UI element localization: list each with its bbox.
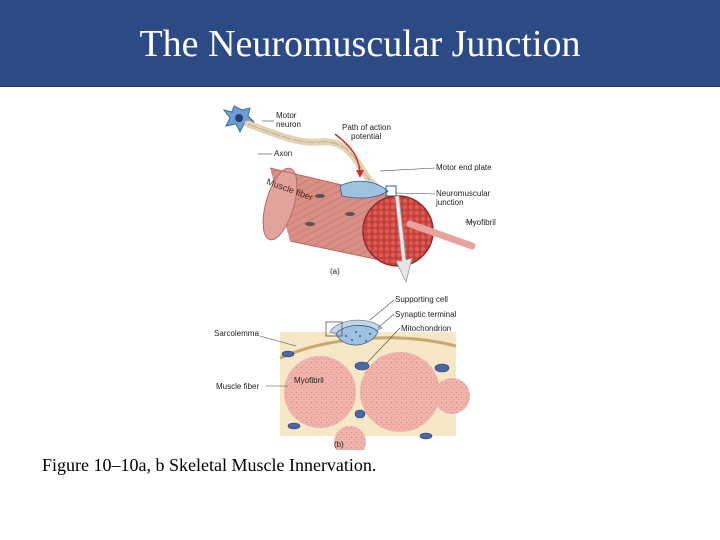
slide-header: The Neuromuscular Junction bbox=[0, 0, 720, 87]
mitochondrion bbox=[354, 361, 370, 371]
label-myofibril-b: Myofibril bbox=[294, 376, 324, 385]
slide-title: The Neuromuscular Junction bbox=[139, 23, 581, 65]
label-mitochondrion: Mitochondrion bbox=[401, 324, 451, 333]
label-motor-end-plate: Motor end plate bbox=[436, 163, 492, 172]
myofibril-rod bbox=[406, 220, 476, 250]
label-path-1: Path of action bbox=[342, 123, 391, 132]
label-axon: Axon bbox=[274, 149, 292, 158]
panel-b-label: (b) bbox=[334, 440, 344, 449]
label-myofibril-a: Myofibril bbox=[466, 218, 496, 227]
label-supporting-cell: Supporting cell bbox=[395, 295, 448, 304]
label-nmj-2: junction bbox=[435, 198, 464, 207]
label-muscle-fiber-b: Muscle fiber bbox=[216, 382, 259, 391]
figure-caption: Figure 10–10a, b Skeletal Muscle Innerva… bbox=[42, 455, 377, 475]
neuromuscular-junction-figure: Motor neuron Path of action potential Ax… bbox=[214, 105, 496, 450]
motor-end-plate bbox=[339, 180, 389, 199]
label-synaptic-terminal: Synaptic terminal bbox=[395, 310, 457, 319]
label-motor-neuron-1: Motor bbox=[276, 111, 297, 120]
panel-a-label: (a) bbox=[330, 267, 340, 276]
label-sarcolemma: Sarcolemma bbox=[214, 329, 259, 338]
zoom-arrow bbox=[394, 195, 413, 284]
synaptic-terminal bbox=[335, 325, 379, 346]
label-nmj-1: Neuromuscular bbox=[436, 189, 491, 198]
label-path-2: potential bbox=[351, 132, 381, 141]
label-motor-neuron-2: neuron bbox=[276, 120, 301, 129]
myofibril-cross-section bbox=[284, 356, 356, 428]
action-potential-arrow bbox=[334, 133, 361, 173]
